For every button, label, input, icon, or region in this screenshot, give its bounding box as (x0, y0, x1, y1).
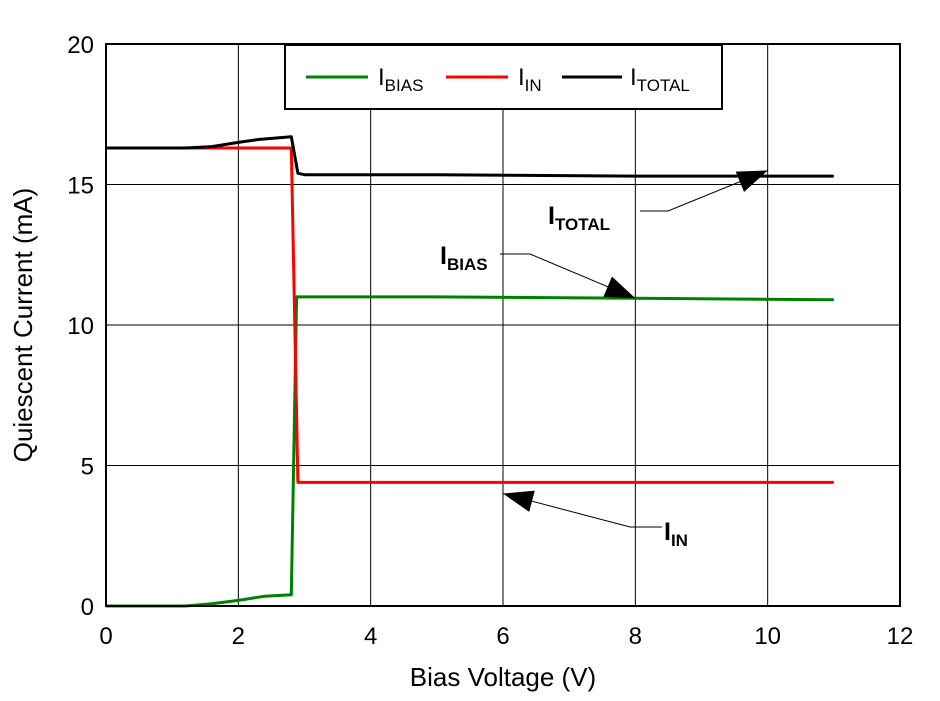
series-line-itotal (106, 135, 834, 178)
tick-labels: 0 2 4 6 8 10 12 0 5 10 15 20 (67, 32, 913, 650)
y-tick-label: 20 (67, 32, 94, 59)
x-tick-label: 10 (754, 623, 781, 650)
y-tick-label: 5 (81, 454, 94, 481)
annotation-arrowhead (603, 276, 636, 299)
x-tick-label: 0 (99, 623, 112, 650)
y-tick-label: 10 (67, 313, 94, 340)
y-axis-title: Quiescent Current (mA) (8, 188, 38, 463)
annotation-arrowhead (735, 170, 768, 192)
series-layer (106, 135, 834, 608)
x-tick-label: 2 (232, 623, 245, 650)
x-tick-label: 12 (887, 623, 914, 650)
x-tick-label: 8 (629, 623, 642, 650)
annotation-label: IIN (664, 518, 688, 550)
grid-lines (106, 44, 900, 606)
annotations: ITOTAL IBIAS IIN (440, 169, 768, 550)
annotation-leader-line (502, 493, 662, 528)
annotation-label: ITOTAL (548, 202, 610, 234)
y-tick-label: 15 (67, 173, 94, 200)
y-tick-label: 0 (81, 594, 94, 621)
series-line-iin (106, 146, 834, 484)
x-tick-label: 4 (364, 623, 377, 650)
annotation-label: IBIAS (440, 242, 488, 274)
annotation-leader-line (640, 169, 768, 212)
annotation-leader-line (500, 253, 636, 299)
x-axis-title: Bias Voltage (V) (410, 662, 596, 692)
annotation-arrowhead (503, 490, 535, 512)
x-tick-label: 6 (496, 623, 509, 650)
series-line-ibias (106, 295, 834, 608)
